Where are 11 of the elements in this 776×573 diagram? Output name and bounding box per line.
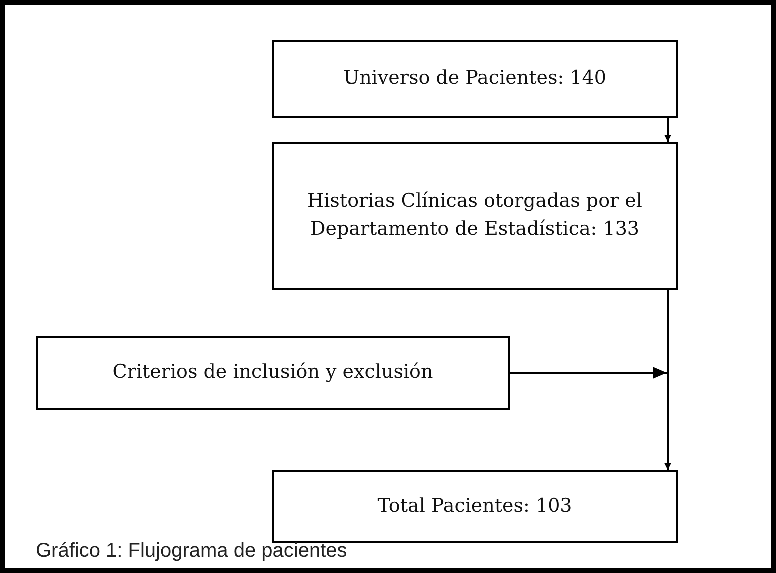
- box-text: Total Pacientes: 103: [378, 494, 572, 519]
- box-text: Criterios de inclusión y exclusión: [112, 360, 434, 386]
- process-box: [272, 142, 678, 290]
- arrow: [510, 367, 672, 470]
- process-box: [36, 336, 510, 410]
- caption: Gráfico 1: Flujograma de pacientes: [36, 540, 348, 563]
- arrow: [664, 118, 672, 142]
- box-text: Universo de Pacientes: 140: [344, 66, 606, 92]
- box-text: Historias Clínicas otorgadas por el Departamento de Estadística: 133: [306, 189, 644, 242]
- process-box: [272, 470, 678, 543]
- process-box: [272, 40, 678, 118]
